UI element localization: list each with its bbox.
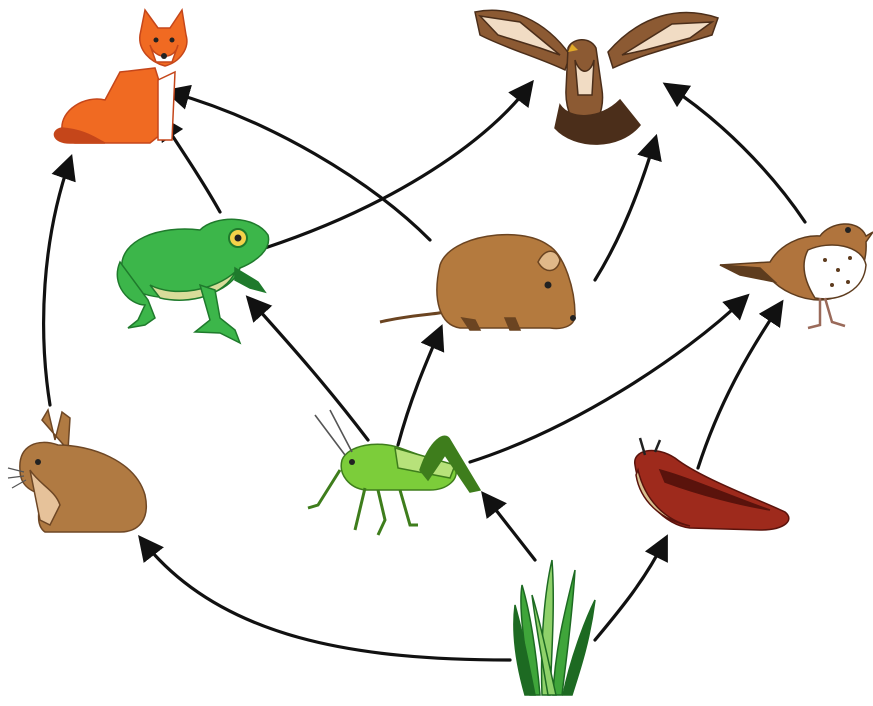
arrow-rabbit-to-fox — [44, 160, 70, 405]
arrow-grass-to-grasshopper — [485, 496, 535, 560]
fox-icon — [54, 10, 186, 143]
slug-icon — [635, 438, 789, 530]
arrow-grasshopper-to-frog — [250, 300, 368, 440]
hawk-icon — [475, 10, 718, 144]
food-web-arrows — [44, 85, 805, 660]
arrow-grass-to-slug — [595, 540, 665, 640]
arrow-frog-to-hawk — [265, 85, 530, 248]
arrow-mouse-to-hawk — [595, 140, 655, 280]
rabbit-icon — [8, 410, 146, 532]
arrow-grasshopper-to-mouse — [398, 330, 440, 445]
mouse-icon — [380, 235, 576, 330]
grass-icon — [514, 560, 595, 695]
arrow-grass-to-rabbit — [142, 540, 510, 660]
thrush-icon — [720, 224, 873, 328]
grasshopper-icon — [308, 410, 480, 535]
arrow-mouse-to-fox — [170, 92, 430, 240]
arrow-thrush-to-hawk — [668, 86, 805, 222]
frog-icon — [117, 219, 268, 343]
